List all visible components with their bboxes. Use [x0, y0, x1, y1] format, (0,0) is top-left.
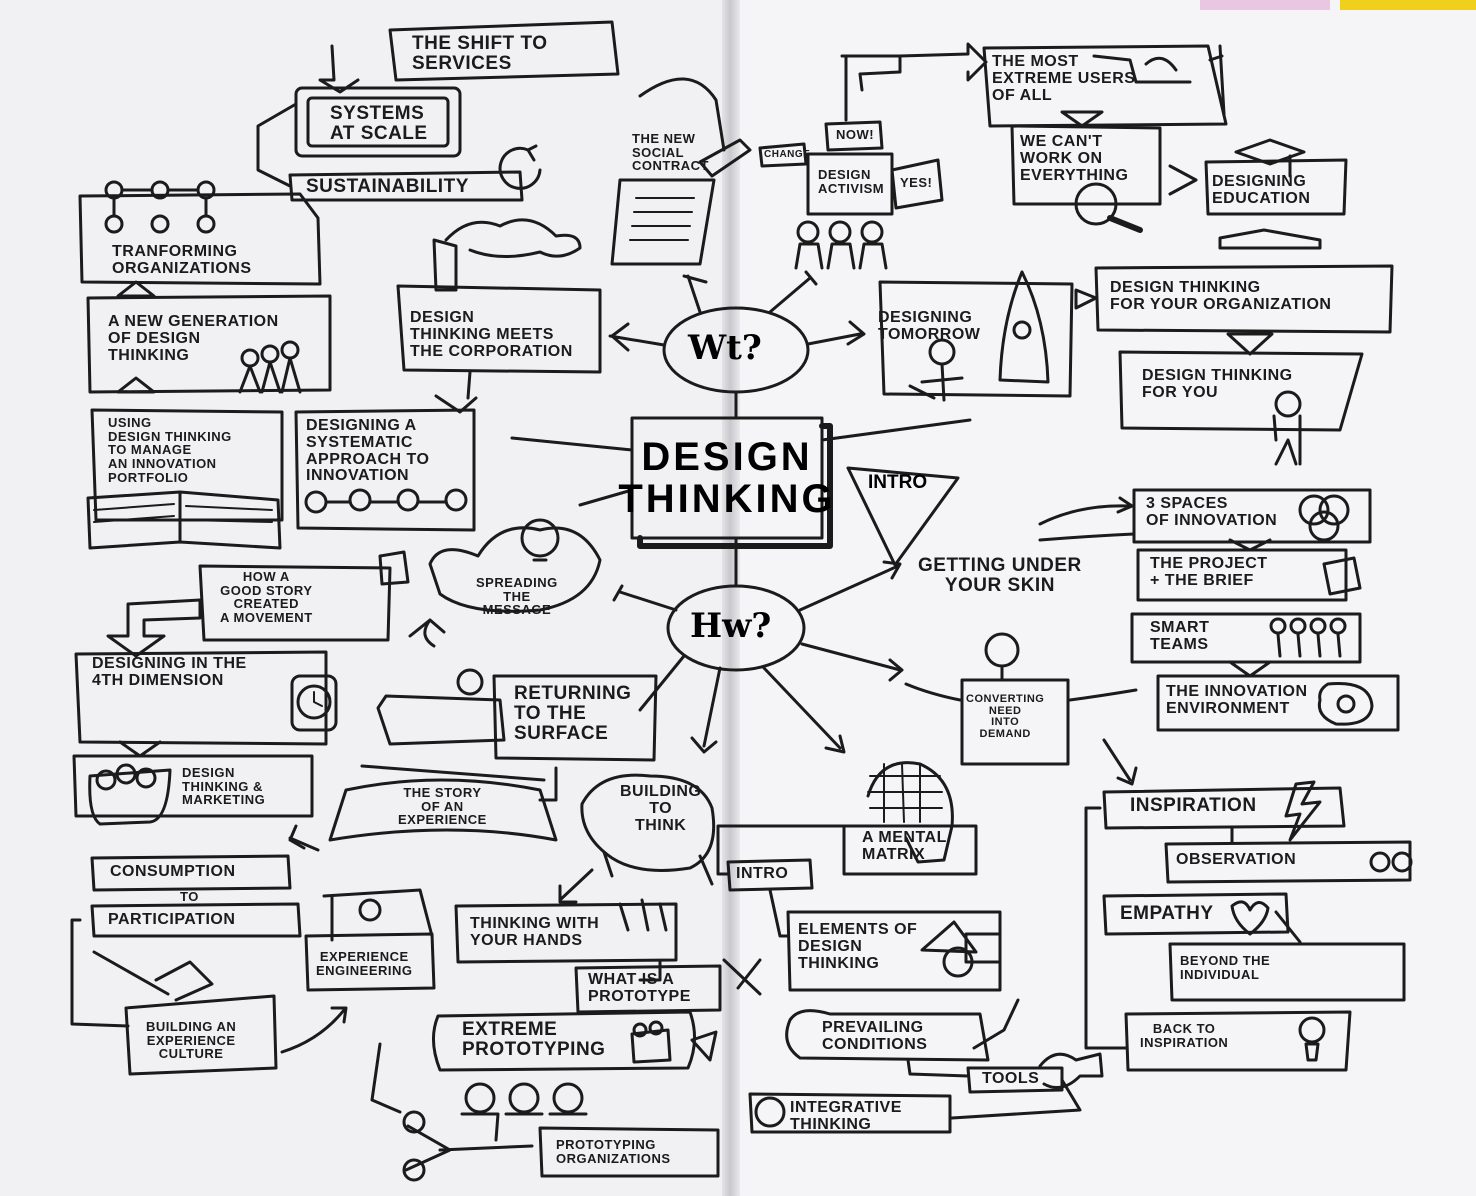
node-mental-matrix: A MENTAL MATRIX — [862, 829, 947, 863]
node-fourth-dimension: DESIGNING IN THE 4TH DIMENSION — [92, 655, 247, 689]
node-three-spaces: 3 SPACES OF INNOVATION — [1146, 495, 1278, 529]
node-good-story: HOW A GOOD STORY CREATED A MOVEMENT — [220, 569, 313, 625]
node-extreme-prototyping: EXTREME PROTOTYPING — [462, 1019, 606, 1060]
node-smart-teams: SMART TEAMS — [1150, 619, 1210, 653]
node-building-to-think: BUILDING TO THINK — [620, 783, 702, 834]
node-dt-meets-corporation: DESIGN THINKING MEETS THE CORPORATION — [410, 309, 573, 360]
node-using-dt-portfolio: USING DESIGN THINKING TO MANAGE AN INNOV… — [108, 415, 232, 485]
node-getting-under-skin: GETTING UNDER YOUR SKIN — [918, 555, 1082, 596]
node-dt-for-organization: DESIGN THINKING FOR YOUR ORGANIZATION — [1110, 279, 1332, 313]
node-participation: PARTICIPATION — [108, 911, 236, 928]
node-systematic-approach: DESIGNING A SYSTEMATIC APPROACH TO INNOV… — [306, 417, 430, 485]
node-cant-work-on-everything: WE CAN'T WORK ON EVERYTHING — [1020, 133, 1129, 184]
node-converting-need: CONVERTING NEED INTO DEMAND — [966, 693, 1045, 740]
node-elements-dt: ELEMENTS OF DESIGN THINKING — [798, 921, 918, 972]
sign-now: NOW! — [836, 127, 875, 142]
intro-triangle — [846, 466, 960, 567]
center-box — [630, 416, 824, 540]
node-inspiration: INSPIRATION — [1130, 795, 1257, 816]
node-sustainability: SUSTAINABILITY — [306, 176, 469, 197]
right-page — [736, 0, 1476, 1196]
node-design-activism: DESIGN ACTIVISM — [818, 167, 885, 196]
node-dt-marketing: DESIGN THINKING & MARKETING — [182, 765, 266, 808]
box-shift-services — [388, 20, 620, 82]
node-story-of-experience: THE STORY OF AN EXPERIENCE — [398, 785, 487, 828]
node-transforming-organizations: TRANFORMING ORGANIZATIONS — [112, 243, 252, 277]
node-most-extreme-users: THE MOST EXTREME USERS OF ALL — [992, 53, 1136, 104]
node-tools: TOOLS — [982, 1070, 1040, 1087]
node-consumption: CONSUMPTION — [110, 863, 236, 880]
node-experience-engineering: EXPERIENCE ENGINEERING — [316, 949, 413, 978]
node-prevailing-conditions: PREVAILING CONDITIONS — [822, 1019, 928, 1053]
node-systems-at-scale: SYSTEMS AT SCALE — [330, 103, 428, 144]
node-back-to-inspiration: BACK TO INSPIRATION — [1140, 1021, 1229, 1050]
center-title: DESIGN THINKING — [618, 435, 836, 521]
node-new-generation: A NEW GENERATION OF DESIGN THINKING — [108, 313, 279, 364]
node-building-culture: BUILDING AN EXPERIENCE CULTURE — [146, 1019, 237, 1062]
node-integrative-thinking: INTEGRATIVE THINKING — [790, 1099, 902, 1133]
node-project-brief: THE PROJECT + THE BRIEF — [1150, 555, 1268, 589]
node-dt-for-you: DESIGN THINKING FOR YOU — [1142, 367, 1293, 401]
node-to: TO — [180, 889, 199, 904]
node-new-social-contract: THE NEW SOCIAL CONTRACT — [632, 131, 709, 174]
how-hub-label: Hw? — [690, 606, 772, 646]
node-designing-education: DESIGNING EDUCATION — [1212, 173, 1311, 207]
book-gutter — [722, 0, 740, 1196]
sign-change: CHANGE — [764, 149, 811, 160]
node-thinking-with-hands: THINKING WITH YOUR HANDS — [470, 915, 600, 949]
node-spreading-message: SPREADING THE MESSAGE — [476, 575, 558, 618]
what-hub-label: Wt? — [688, 328, 762, 368]
node-intro-small: INTRO — [736, 865, 789, 882]
node-innovation-environment: THE INNOVATION ENVIRONMENT — [1166, 683, 1308, 717]
node-designing-tomorrow: DESIGNING TOMORROW — [878, 309, 981, 343]
node-beyond-individual: BEYOND THE INDIVIDUAL — [1180, 953, 1271, 982]
node-observation: OBSERVATION — [1176, 851, 1297, 868]
node-what-is-prototype: WHAT IS A PROTOTYPE — [588, 971, 691, 1005]
node-returning-surface: RETURNING TO THE SURFACE — [514, 683, 632, 744]
yellow-sticky-note — [1340, 0, 1476, 10]
sign-yes: YES! — [900, 175, 933, 190]
intro-hub-label: INTRO — [868, 472, 928, 493]
node-shift-to-services: THE SHIFT TO SERVICES — [412, 33, 548, 74]
node-prototyping-organizations: PROTOTYPING ORGANIZATIONS — [556, 1137, 671, 1166]
pink-sticky-note — [1200, 0, 1330, 10]
node-empathy: EMPATHY — [1120, 903, 1214, 924]
